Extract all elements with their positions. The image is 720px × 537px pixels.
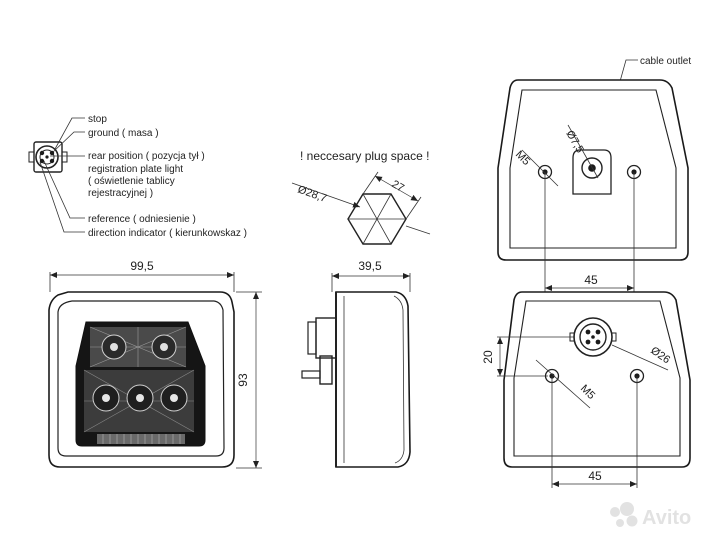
cable-outlet-label: cable outlet	[640, 56, 691, 67]
plug-width-label: 27	[390, 178, 407, 195]
legend-reference: reference ( odniesienie )	[88, 214, 196, 225]
cable-outlet	[572, 149, 612, 195]
legend-direction-indicator: direction indicator ( kierunkowskaz )	[88, 228, 247, 239]
legend-registration-light-pl: ( oświetlenie tablicy	[88, 176, 175, 187]
front-height-label: 93	[236, 373, 250, 387]
front-view: 99,5 93	[48, 259, 262, 469]
plug-space-note: ! neccesary plug space !	[300, 149, 429, 163]
legend-registration-light-pl-2: rejestracyjnej )	[88, 188, 153, 199]
legend-rear-position: rear position ( pozycja tył )	[88, 151, 205, 162]
back-view-top: cable outlet M5 Ø7,5 45	[497, 56, 691, 292]
back-view-bottom: Ø26 20 M5 45	[481, 291, 691, 488]
back-bottom-spacing-label: 45	[588, 469, 602, 483]
side-connector	[315, 317, 337, 359]
legend-stop: stop	[88, 114, 107, 125]
back-bottom-housing	[503, 291, 691, 468]
side-view: 39,5	[301, 259, 411, 468]
plug-space-diagram: ! neccesary plug space ! Ø28,7 27	[291, 149, 431, 245]
back-top-spacing-label: 45	[584, 273, 598, 287]
connector-legend: stop ground ( masa ) rear position ( poz…	[28, 114, 247, 239]
registration-light-strip	[97, 434, 185, 444]
side-housing	[335, 291, 411, 468]
plug-diameter-label: Ø28,7	[296, 184, 328, 206]
legend-registration-light: registration plate light	[88, 164, 183, 175]
watermark-text: Avito	[642, 507, 691, 529]
back-bottom-offset-label: 20	[481, 350, 495, 364]
avito-watermark: Avito	[610, 502, 691, 529]
connector-pin-icon	[28, 141, 68, 173]
side-depth-label: 39,5	[358, 259, 382, 273]
front-width-label: 99,5	[130, 259, 154, 273]
mounting-stud	[301, 370, 321, 379]
legend-ground: ground ( masa )	[88, 128, 159, 139]
